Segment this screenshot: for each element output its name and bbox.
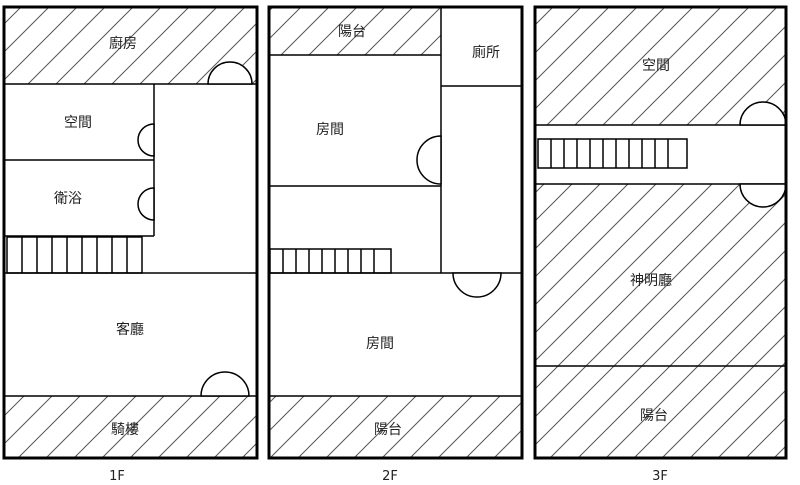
room-label: 客廳 [116, 321, 144, 338]
door-icon [207, 61, 253, 85]
room-label: 騎樓 [111, 422, 139, 438]
door-icon [200, 371, 250, 397]
room-label: 空間 [642, 58, 670, 74]
door-icon [137, 187, 155, 221]
room-label: 廚房 [109, 35, 137, 52]
room-label: 廁所 [472, 44, 500, 61]
room-label: 衛浴 [54, 191, 82, 207]
stairs-3f [537, 138, 688, 169]
floor-3f: 空間 神明廳 陽台 3F [533, 5, 788, 484]
stairs-2f [269, 248, 392, 274]
balcony-top-area [269, 7, 441, 55]
door-icon [452, 272, 502, 298]
space-area [535, 7, 786, 125]
floor-label: 2F [382, 469, 398, 484]
shrine-hall-area [535, 184, 786, 458]
floor-1f: 廚房 空間 衛浴 客廳 騎樓 1F [2, 5, 259, 484]
room-label: 房間 [366, 336, 394, 352]
floor-label: 1F [109, 469, 125, 484]
room-label: 陽台 [338, 24, 366, 40]
stairs-1f [6, 236, 143, 274]
floor-2f: 陽台 廁所 房間 房間 陽台 2F [267, 5, 524, 484]
room-label: 房間 [316, 122, 344, 138]
floor-label: 3F [652, 469, 668, 484]
balcony-bottom-area [269, 396, 522, 458]
room-label: 神明廳 [630, 272, 672, 289]
door-icon [416, 135, 442, 185]
room-label: 空間 [64, 115, 92, 131]
arcade-area [4, 396, 257, 458]
room-label: 陽台 [374, 422, 402, 438]
door-icon [137, 123, 155, 157]
room-label: 陽台 [640, 408, 668, 424]
